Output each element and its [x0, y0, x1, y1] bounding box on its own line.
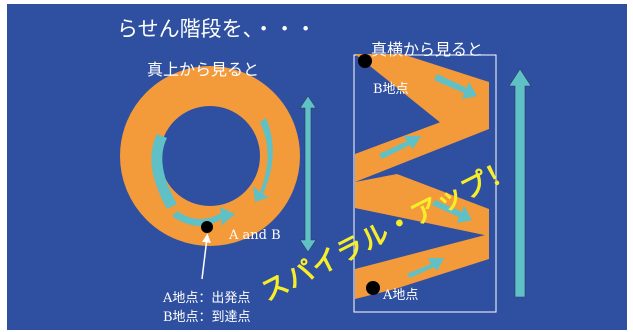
side-view-label: 真横から見ると: [371, 40, 484, 59]
rising-arrow: [508, 68, 532, 298]
pointer-arrow: [201, 233, 211, 280]
ring-arrow-right: [253, 118, 273, 202]
slide: らせん階段を、・・・ 真上から見ると 真横から見ると A and B B地点 A…: [7, 4, 627, 330]
legend-b: B地点：到達点: [163, 310, 251, 325]
band-arrow-2: [379, 136, 421, 159]
point-b-dot: [358, 54, 372, 68]
band-arrow-3: [432, 200, 472, 223]
height-double-arrow: [299, 95, 317, 253]
side-view-frame: [353, 54, 497, 313]
point-a-dot: [366, 281, 380, 295]
slide-title: らせん階段を、・・・: [117, 17, 317, 41]
point-a-label: A地点: [383, 288, 419, 303]
top-view-label: 真上から見ると: [147, 60, 260, 79]
band-arrow-4: [407, 258, 444, 278]
spiral-bands: [355, 54, 489, 299]
ring-arrows: [151, 118, 273, 226]
ring-arrow-bottom: [172, 207, 235, 226]
point-a-and-b-dot: [201, 221, 213, 233]
ring-arrow-left: [151, 134, 177, 209]
band-arrow-1: [434, 74, 477, 99]
band-arrows: [379, 74, 477, 278]
legend-a: A地点：出発点: [163, 291, 251, 306]
point-a-and-b-label: A and B: [229, 228, 281, 243]
diagram-graphics: [120, 54, 532, 313]
point-b-label: B地点: [373, 82, 409, 97]
